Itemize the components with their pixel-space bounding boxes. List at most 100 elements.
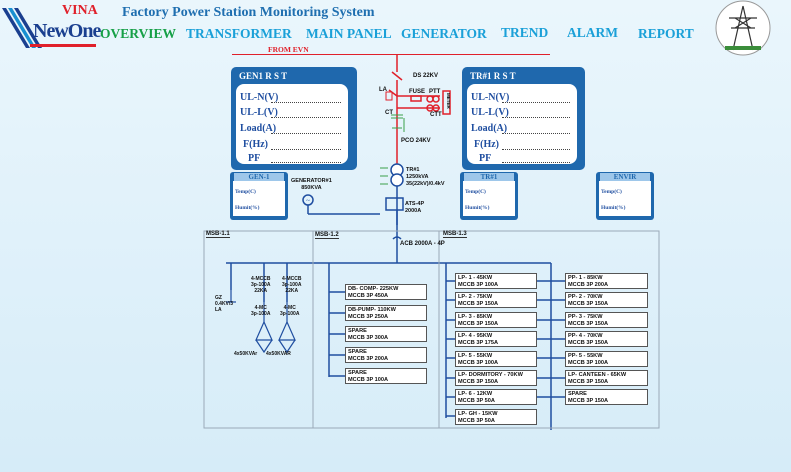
feeder-breaker: MCCB 3P 150A xyxy=(568,301,609,308)
feeder-name: DB- COMP- 225KW xyxy=(348,286,399,292)
pco-label: PCO 24KV xyxy=(401,138,431,144)
nav-generator[interactable]: GENERATOR xyxy=(401,26,487,41)
feeder-breaker: MCCB 3P 150A xyxy=(568,398,609,405)
temp-label: Temp(C) xyxy=(465,189,486,195)
msb-1-3-label: MSB-1.3 xyxy=(443,231,467,238)
feeder-name: LP- CANTEEN - 65KW xyxy=(568,372,627,378)
feeder-breaker: MCCB 3P 450A xyxy=(348,293,389,299)
feeder-breaker: MCCB 3P 50A xyxy=(458,417,495,424)
gen1-panel-header: GEN1 R S T xyxy=(239,71,288,81)
feeder-breaker: MCCB 3P 50A xyxy=(458,398,495,405)
feeder-name: LP- DORMITORY - 70KW xyxy=(458,372,523,378)
feeder-name: LP- 4 - 95KW xyxy=(458,333,493,340)
feeder-breaker: MCCB 3P 200A xyxy=(568,282,609,288)
logo-stripes-icon xyxy=(2,8,96,48)
nav-overview[interactable]: OVERVIEW xyxy=(100,26,177,41)
msb-1-2-label: MSB-1.2 xyxy=(315,232,339,239)
gen1-meter-panel[interactable]: GEN1 R S T UL-N(V) UL-L(V) Load(A) F(Hz)… xyxy=(231,67,357,170)
feeder-name: LP- 5 - 55KW xyxy=(458,352,493,359)
capacitor-bank-2-label: 4x50KVAR xyxy=(266,351,291,357)
tr1-env-header: TR#1 xyxy=(464,173,514,181)
capacitor-bank-1-label: 4x50KVAr xyxy=(234,351,258,357)
tower-logo-icon xyxy=(715,0,771,56)
ul-l-label: UL-L(V) xyxy=(471,107,509,118)
temp-label: Temp(C) xyxy=(235,189,256,195)
feeder-name: DB-PUMP- 110KW xyxy=(348,307,396,313)
feeder-breaker: MCCB 3P 200A xyxy=(348,356,389,362)
nav-transformer[interactable]: TRANSFORMER xyxy=(186,26,292,41)
feeder-name: SPARE xyxy=(348,370,367,376)
humid-label: Humit(%) xyxy=(601,205,626,211)
feeder-breaker: MCCB 3P 100A xyxy=(458,359,499,366)
acb-label: ACB 2000A - 4P xyxy=(400,241,445,247)
feeder-breaker: MCCB 3P 150A xyxy=(458,379,499,385)
generator-icon[interactable]: ~ xyxy=(306,197,310,205)
la-label: LA xyxy=(379,87,387,93)
envir-panel[interactable]: ENVIR Temp(C) Humit(%) xyxy=(596,172,654,220)
load-label: Load(A) xyxy=(471,123,508,134)
logo-vina-text: VINA xyxy=(62,3,98,18)
feeder-breaker: MCCB 3P 250A xyxy=(348,314,389,320)
feeder-breaker: MCCB 3P 175A xyxy=(458,340,499,347)
tr1-meter-panel[interactable]: TR#1 R S T UL-N(V) UL-L(V) Load(A) F(Hz)… xyxy=(462,67,585,170)
feeder-breaker: MCCB 3P 100A xyxy=(348,377,389,383)
feeder-breaker: MCCB 3P 300A xyxy=(348,335,389,341)
feeder-name: SPARE xyxy=(568,391,587,398)
ctt-label: CTT xyxy=(430,112,442,118)
humid-label: Humit(%) xyxy=(465,205,490,211)
tr1-env-panel[interactable]: TR#1 Temp(C) Humit(%) xyxy=(460,172,518,220)
feeder-name: PP- 5 - 55KW xyxy=(568,352,603,359)
feeder-name: PP- 2 - 70KW xyxy=(568,294,603,301)
feeder-breaker: MCCB 3P 150A xyxy=(458,320,499,327)
nav-report[interactable]: REPORT xyxy=(638,26,694,41)
feeder-name: LP- 3 - 85KW xyxy=(458,313,493,320)
feeder-breaker: MCCB 3P 100A xyxy=(458,282,499,288)
logo-newone-text: NewOne xyxy=(33,20,101,42)
nav-alarm[interactable]: ALARM xyxy=(567,25,618,40)
msb-1-1-label: MSB-1.1 xyxy=(206,231,230,238)
ul-n-label: UL-N(V) xyxy=(240,92,279,103)
feeder-name: LP- GH - 15KW xyxy=(458,410,498,417)
fuse-label: FUSE xyxy=(409,89,426,95)
feeder-breaker: MCCB 3P 150A xyxy=(568,379,609,385)
feeder-name: PP- 4 - 70KW xyxy=(568,333,603,340)
feeder-name: LP- 6 - 12KW xyxy=(458,391,493,398)
freq-label: F(Hz) xyxy=(243,139,268,150)
ds-label: DS 22KV xyxy=(413,73,439,79)
gen1-env-panel[interactable]: GEN-1 Temp(C) Humit(%) xyxy=(230,172,288,220)
feeder-breaker: MCCB 3P 100A xyxy=(568,359,609,366)
ul-n-label: UL-N(V) xyxy=(471,92,510,103)
ul-l-label: UL-L(V) xyxy=(240,107,278,118)
nav-trend[interactable]: TREND xyxy=(501,25,549,40)
source-line xyxy=(232,54,550,55)
nav-main-panel[interactable]: MAIN PANEL xyxy=(306,26,392,41)
